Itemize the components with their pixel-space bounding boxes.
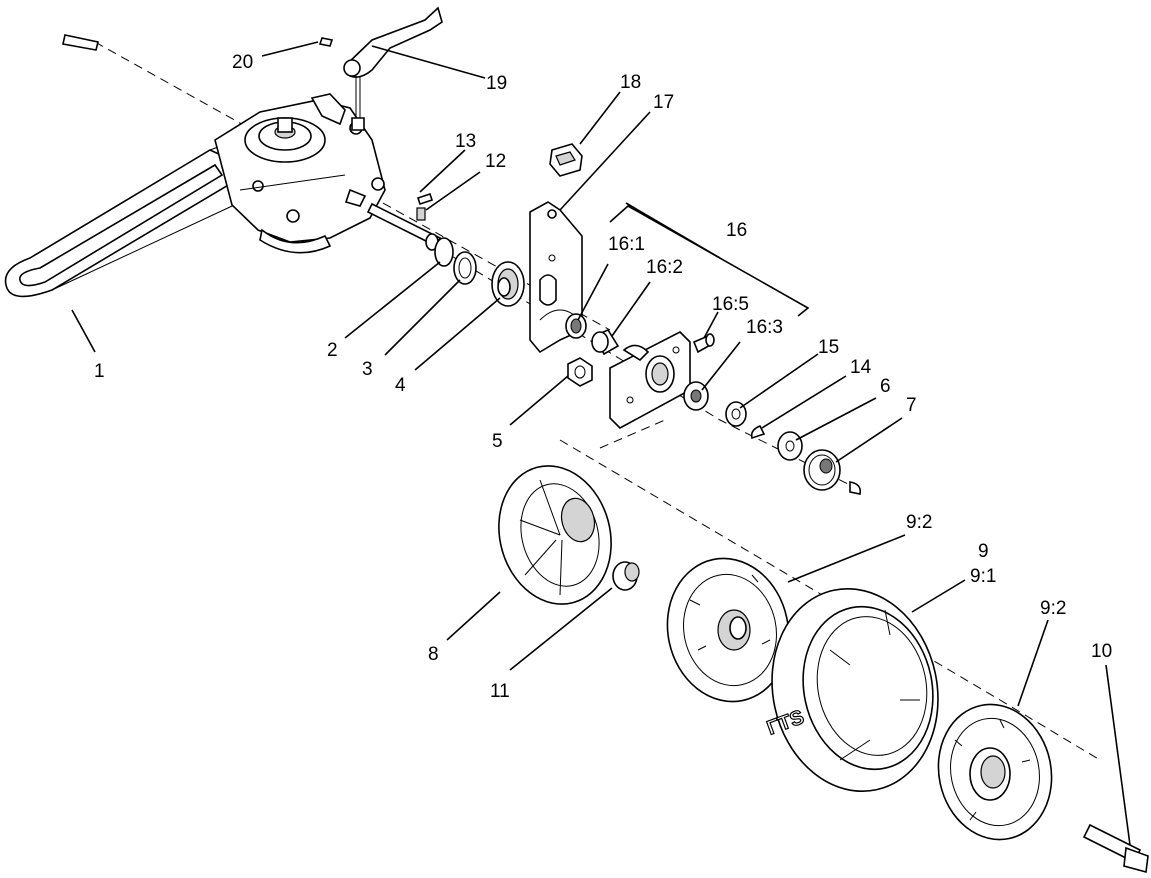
part-4-bearing — [491, 261, 525, 307]
callout-16-2: 16:2 — [646, 257, 683, 278]
part-11-bushing — [612, 561, 640, 591]
part-2-retaining-ring — [434, 237, 454, 267]
part-16-housing — [609, 331, 691, 429]
part-20-roll-pin — [318, 37, 334, 47]
callout-16-5: 16:5 — [712, 294, 749, 315]
callout-16: 16 — [726, 220, 747, 241]
callout-4: 4 — [395, 375, 406, 396]
part-14-e-clip — [750, 424, 766, 440]
callout-8: 8 — [428, 644, 439, 665]
callout-7: 7 — [906, 395, 917, 416]
callout-20: 20 — [232, 52, 253, 73]
part-18-clip — [549, 143, 583, 177]
part-9-1-tire: ΓTS — [764, 587, 939, 793]
callout-5: 5 — [492, 431, 503, 452]
group-bracket-16 — [609, 205, 810, 317]
leader-lines — [71, 41, 1131, 846]
part-17-bracket-plate — [529, 201, 583, 354]
callout-labels: 1 2 3 4 5 6 7 8 9 9:1 9:2 9:2 10 11 12 1… — [94, 52, 1112, 702]
callout-19: 19 — [486, 73, 507, 94]
part-9-2-hub-half-outer — [937, 703, 1053, 841]
callout-14: 14 — [850, 357, 872, 378]
part-16-5-grease-fitting — [692, 333, 715, 354]
callout-9: 9 — [978, 541, 989, 562]
part-6-washer — [777, 431, 803, 461]
callout-9-2-inner: 9:2 — [906, 512, 932, 533]
callout-13: 13 — [455, 131, 476, 152]
callout-18: 18 — [620, 72, 641, 93]
callout-17: 17 — [653, 92, 674, 113]
part-1-drive-shaft-assembly — [4, 34, 251, 298]
callout-16-1: 16:1 — [608, 234, 645, 255]
part-16-2-spacer — [591, 328, 620, 356]
part-13-key — [416, 192, 434, 206]
callout-15: 15 — [818, 337, 839, 358]
callout-9-2-outer: 9:2 — [1040, 598, 1066, 619]
part-19-shift-lever — [343, 6, 443, 131]
callout-11: 11 — [490, 681, 510, 702]
callout-6: 6 — [880, 376, 891, 397]
part-3-washer — [453, 251, 477, 285]
callout-1: 1 — [94, 361, 105, 382]
part-12-pin — [416, 207, 426, 221]
callout-16-3: 16:3 — [746, 317, 783, 338]
callout-10: 10 — [1091, 641, 1112, 662]
callout-3: 3 — [362, 359, 373, 380]
part-10-bolt — [1082, 823, 1149, 874]
part-7-pinion-gear — [803, 449, 862, 495]
callout-9-1: 9:1 — [970, 566, 996, 587]
axle-shaft — [366, 202, 442, 251]
part-5-nut — [567, 357, 593, 387]
part-8-wheel-cover — [498, 465, 612, 605]
callout-12: 12 — [485, 151, 506, 172]
transmission-housing — [214, 93, 386, 254]
part-9-2-hub-half-inner — [666, 557, 790, 703]
callout-2: 2 — [327, 340, 338, 361]
part-16-1-bearing — [565, 313, 587, 339]
